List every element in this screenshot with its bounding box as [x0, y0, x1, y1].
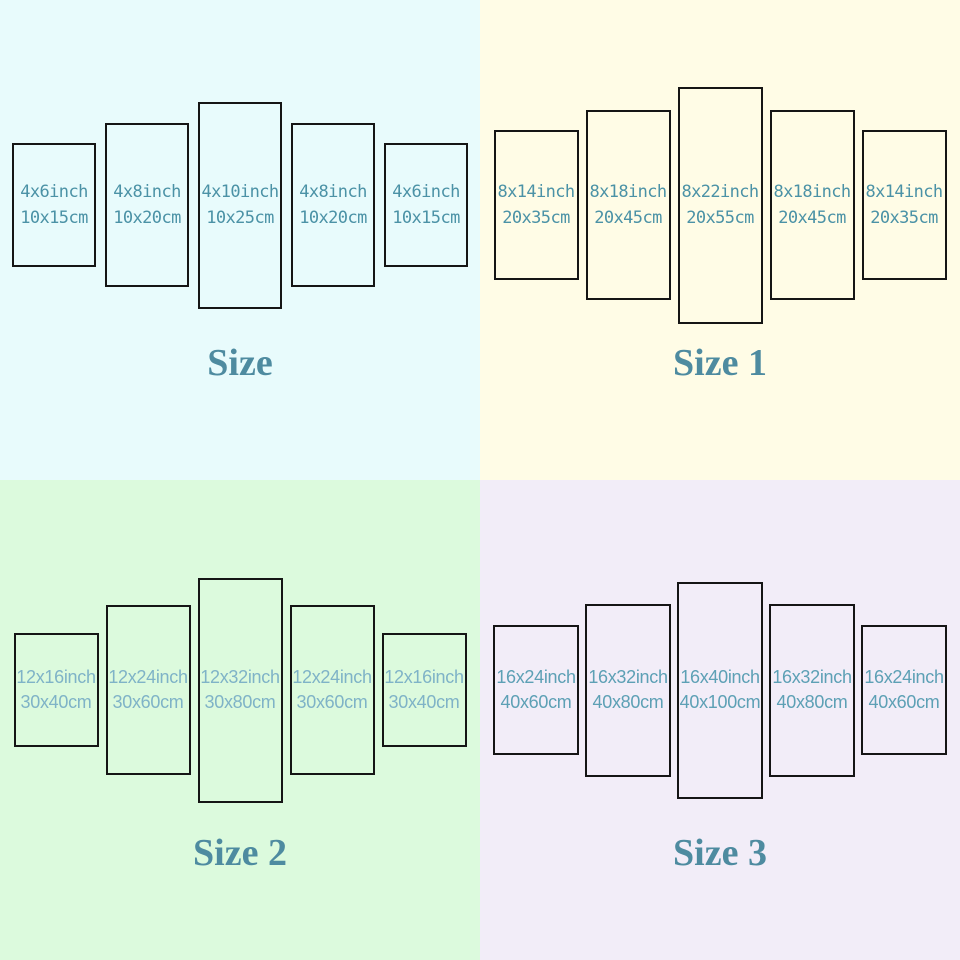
panel-size-inch: 8x14inch: [497, 182, 575, 202]
panel-size-label: 12x32inch 30x80cm: [200, 665, 280, 715]
panel-size-cm: 20x45cm: [778, 208, 846, 228]
quadrant-size-3: 16x24inch 40x60cm 16x32inch 40x80cm 16x4…: [480, 480, 960, 960]
panel-size-label: 4x8inch 10x20cm: [113, 179, 181, 231]
canvas-panel: 8x22inch 20x55cm: [677, 86, 763, 324]
panel-size-inch: 16x40inch: [680, 667, 760, 687]
panel-size-inch: 12x16inch: [384, 667, 464, 687]
panel-size-cm: 10x25cm: [206, 208, 274, 228]
panel-size-inch: 12x24inch: [292, 667, 372, 687]
panel-size-label: 4x8inch 10x20cm: [299, 179, 367, 231]
panel-size-label: 16x24inch 40x60cm: [496, 665, 576, 715]
panel-size-inch: 12x16inch: [16, 667, 96, 687]
panel-size-label: 12x16inch 30x40cm: [384, 665, 464, 715]
panel-size-cm: 40x100cm: [679, 692, 761, 712]
panel-size-label: 8x18inch 20x45cm: [589, 179, 667, 231]
panel-size-label: 4x6inch 10x15cm: [20, 179, 88, 231]
panel-size-inch: 12x32inch: [200, 667, 280, 687]
panel-size-cm: 40x60cm: [500, 692, 572, 712]
canvas-panel: 12x16inch 30x40cm: [381, 633, 467, 747]
canvas-panel: 12x24inch 30x60cm: [105, 605, 191, 775]
panel-size-inch: 12x24inch: [108, 667, 188, 687]
panel-size-cm: 20x55cm: [686, 208, 754, 228]
panel-group: 16x24inch 40x60cm 16x32inch 40x80cm 16x4…: [480, 480, 960, 900]
canvas-panel: 12x16inch 30x40cm: [13, 633, 99, 747]
canvas-panel: 4x10inch 10x25cm: [198, 101, 282, 309]
panel-size-cm: 30x60cm: [112, 692, 184, 712]
panel-size-inch: 8x22inch: [681, 182, 759, 202]
panel-size-inch: 4x6inch: [20, 182, 88, 202]
panel-size-label: 16x24inch 40x60cm: [864, 665, 944, 715]
panel-size-label: 16x32inch 40x80cm: [772, 665, 852, 715]
panel-size-cm: 30x40cm: [388, 692, 460, 712]
panel-size-cm: 10x15cm: [392, 208, 460, 228]
panel-size-cm: 10x15cm: [20, 208, 88, 228]
panel-group: 8x14inch 20x35cm 8x18inch 20x45cm 8x22in…: [480, 0, 960, 410]
canvas-panel: 16x32inch 40x80cm: [585, 603, 671, 777]
panel-size-cm: 20x45cm: [594, 208, 662, 228]
panel-size-inch: 16x24inch: [864, 667, 944, 687]
panel-size-label: 12x16inch 30x40cm: [16, 665, 96, 715]
canvas-panel: 8x18inch 20x45cm: [585, 110, 671, 300]
canvas-panel: 16x24inch 40x60cm: [861, 625, 947, 755]
panel-size-label: 4x6inch 10x15cm: [392, 179, 460, 231]
panel-size-inch: 16x32inch: [772, 667, 852, 687]
panel-group: 4x6inch 10x15cm 4x8inch 10x20cm 4x10inch…: [0, 0, 480, 410]
panel-size-label: 16x32inch 40x80cm: [588, 665, 668, 715]
panel-size-cm: 20x35cm: [502, 208, 570, 228]
panel-size-label: 8x18inch 20x45cm: [773, 179, 851, 231]
panel-size-cm: 10x20cm: [299, 208, 367, 228]
quadrant-title: Size 3: [673, 832, 767, 874]
panel-size-cm: 10x20cm: [113, 208, 181, 228]
canvas-panel: 12x24inch 30x60cm: [289, 605, 375, 775]
canvas-panel: 4x6inch 10x15cm: [12, 143, 96, 267]
panel-size-inch: 4x10inch: [201, 182, 279, 202]
panel-group: 12x16inch 30x40cm 12x24inch 30x60cm 12x3…: [0, 480, 480, 900]
quadrant-size-2: 12x16inch 30x40cm 12x24inch 30x60cm 12x3…: [0, 480, 480, 960]
panel-size-label: 12x24inch 30x60cm: [108, 665, 188, 715]
panel-size-label: 4x10inch 10x25cm: [201, 179, 279, 231]
panel-size-cm: 30x60cm: [296, 692, 368, 712]
quadrant-size: 4x6inch 10x15cm 4x8inch 10x20cm 4x10inch…: [0, 0, 480, 480]
canvas-panel: 4x8inch 10x20cm: [105, 123, 189, 287]
panel-size-inch: 8x18inch: [589, 182, 667, 202]
canvas-panel: 8x14inch 20x35cm: [861, 130, 947, 280]
panel-size-cm: 30x40cm: [20, 692, 92, 712]
panel-size-inch: 4x6inch: [392, 182, 460, 202]
panel-size-label: 8x22inch 20x55cm: [681, 179, 759, 231]
panel-size-cm: 40x60cm: [868, 692, 940, 712]
panel-size-label: 8x14inch 20x35cm: [865, 179, 943, 231]
panel-size-inch: 16x32inch: [588, 667, 668, 687]
panel-size-inch: 4x8inch: [299, 182, 367, 202]
quadrant-title: Size 2: [193, 832, 287, 874]
canvas-panel: 8x14inch 20x35cm: [493, 130, 579, 280]
quadrant-size-1: 8x14inch 20x35cm 8x18inch 20x45cm 8x22in…: [480, 0, 960, 480]
canvas-panel: 16x40inch 40x100cm: [677, 581, 763, 799]
canvas-panel: 8x18inch 20x45cm: [769, 110, 855, 300]
panel-size-cm: 40x80cm: [592, 692, 664, 712]
panel-size-cm: 20x35cm: [870, 208, 938, 228]
panel-size-inch: 8x18inch: [773, 182, 851, 202]
canvas-panel: 4x6inch 10x15cm: [384, 143, 468, 267]
canvas-panel: 4x8inch 10x20cm: [291, 123, 375, 287]
canvas-panel: 16x24inch 40x60cm: [493, 625, 579, 755]
panel-size-inch: 16x24inch: [496, 667, 576, 687]
canvas-panel: 16x32inch 40x80cm: [769, 603, 855, 777]
panel-size-label: 16x40inch 40x100cm: [680, 665, 761, 715]
panel-size-label: 12x24inch 30x60cm: [292, 665, 372, 715]
canvas-panel: 12x32inch 30x80cm: [197, 577, 283, 803]
panel-size-inch: 4x8inch: [113, 182, 181, 202]
panel-size-label: 8x14inch 20x35cm: [497, 179, 575, 231]
quadrant-title: Size: [207, 342, 273, 384]
panel-size-cm: 30x80cm: [204, 692, 276, 712]
panel-size-cm: 40x80cm: [776, 692, 848, 712]
panel-size-inch: 8x14inch: [865, 182, 943, 202]
quadrant-title: Size 1: [673, 342, 767, 384]
